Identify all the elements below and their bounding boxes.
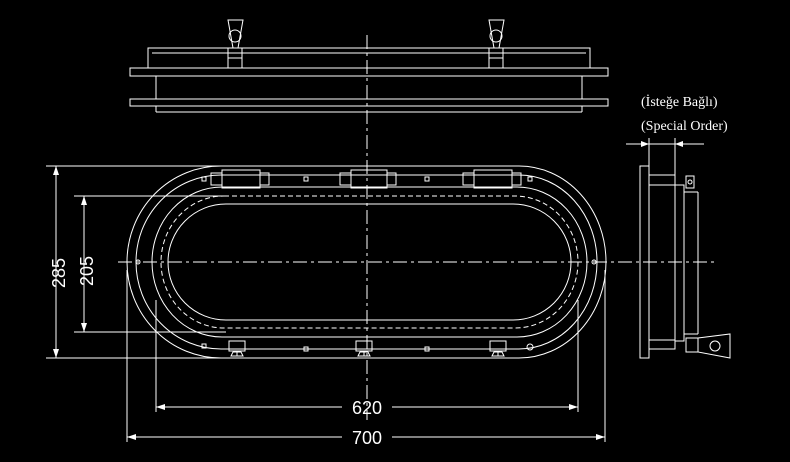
outer-flange [126, 165, 607, 359]
dimension-620: 620 [155, 300, 579, 418]
dimension-700: 700 [126, 270, 606, 448]
bolt-right [591, 259, 597, 265]
dimension-205: 205 [74, 195, 226, 333]
dimension-285-label: 285 [49, 258, 69, 288]
note-line-1: (İsteğe Bağlı) [641, 94, 718, 110]
bolts-top [201, 176, 533, 182]
clamp-center [355, 340, 373, 357]
front-view [126, 165, 607, 359]
dimension-205-label: 205 [77, 256, 97, 286]
glass-inner [167, 203, 572, 321]
top-handle-left [227, 19, 244, 69]
clamp-right [489, 340, 507, 357]
flange-ring-2 [135, 174, 598, 350]
top-view [129, 19, 609, 113]
dimension-620-label: 620 [352, 398, 382, 418]
side-handle [685, 333, 731, 359]
dimension-285: 285 [46, 165, 221, 359]
bolts-bottom [201, 343, 534, 352]
clamp-left [228, 340, 246, 357]
bolt-left [135, 259, 141, 265]
hinge-right [462, 169, 522, 189]
dimension-700-label: 700 [352, 428, 382, 448]
hinge-center [339, 169, 397, 189]
side-view [626, 138, 731, 359]
top-view-body [147, 47, 591, 69]
top-view-flange [129, 67, 609, 77]
glass-frame-outer [151, 186, 588, 338]
note-line-2: (Special Order) [641, 119, 728, 134]
top-view-lower-plate [129, 98, 609, 107]
top-handle-right [488, 19, 505, 69]
hinge-left [210, 169, 270, 189]
